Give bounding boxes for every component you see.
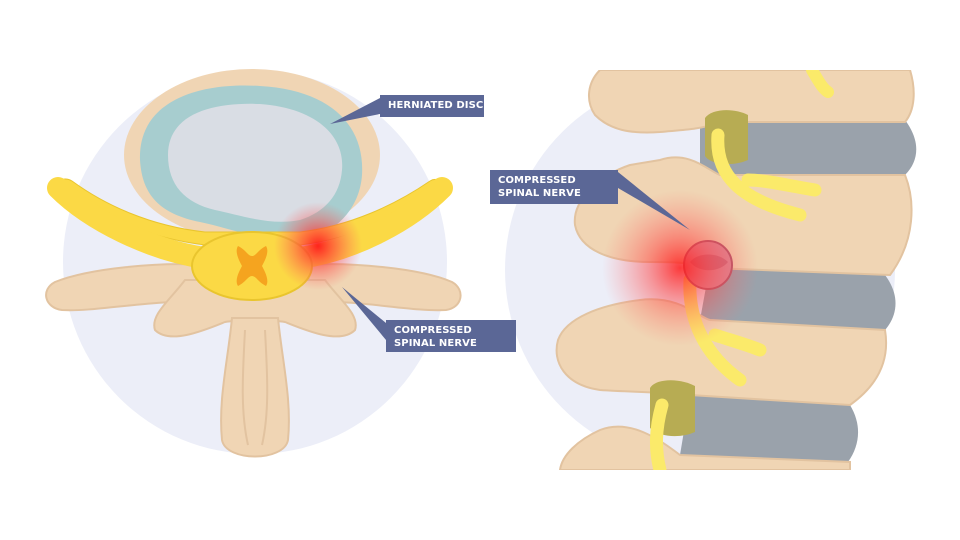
- disc-lower: [680, 395, 859, 462]
- compressed-nerve-label-right: COMPRESSED SPINAL NERVE: [490, 170, 618, 204]
- disc-upper: [700, 120, 917, 175]
- herniated-disc-label: HERNIATED DISC: [380, 95, 484, 117]
- vertebra-bottom: [558, 425, 851, 470]
- transverse-process-left: [45, 263, 207, 312]
- compressed-nerve-pointer-right: [618, 172, 690, 230]
- gray-matter: [236, 246, 268, 286]
- vertebra-top: [588, 70, 915, 134]
- compressed-nerve-label-left: COMPRESSED SPINAL NERVE: [386, 320, 516, 352]
- disc-nucleus: [168, 103, 343, 222]
- compressed-nerve-pointer-left: [342, 287, 386, 340]
- pain-glow-left: [274, 202, 362, 290]
- nerve-root-upper: [711, 128, 822, 222]
- nerve-root-lower: [649, 398, 669, 470]
- nerve-root-top: [806, 70, 834, 98]
- pain-glow-right: [602, 190, 758, 346]
- spinous-process: [220, 317, 290, 458]
- lateral-view: [505, 70, 917, 470]
- axial-view: [45, 69, 462, 458]
- herniated-disc-pointer: [330, 98, 380, 124]
